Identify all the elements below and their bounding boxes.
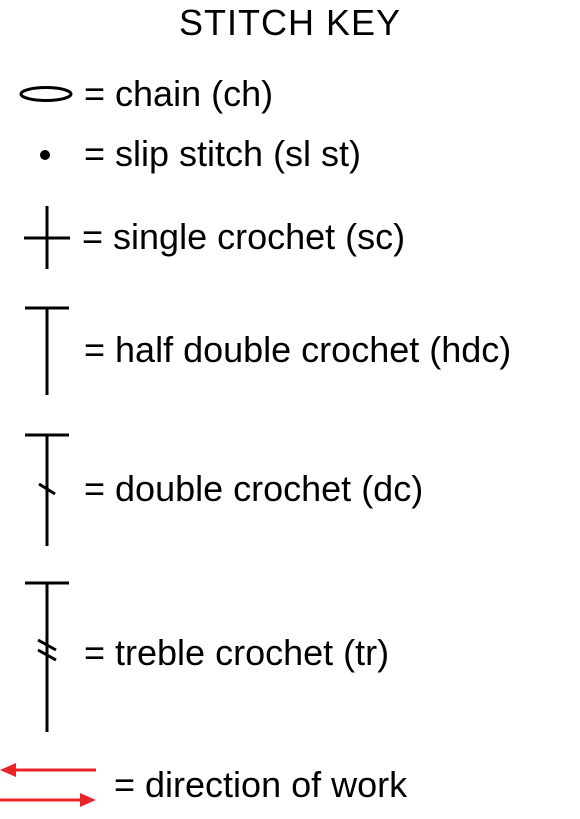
stitch-label-treble-crochet: = treble crochet (tr) xyxy=(84,632,390,673)
stitch-label-double-crochet: = double crochet (dc) xyxy=(84,468,424,509)
stitch-label-half-double-crochet: = half double crochet (hdc) xyxy=(84,329,512,370)
t-post-two-slash-icon xyxy=(25,581,69,732)
stitch-label-slip-stitch: = slip stitch (sl st) xyxy=(84,133,362,174)
t-post-one-slash-icon xyxy=(25,433,69,546)
key-row-double-crochet: = double crochet (dc) xyxy=(0,432,580,552)
double-red-arrows-icon xyxy=(0,763,96,807)
key-row-slip-stitch: = slip stitch (sl st) xyxy=(0,130,580,180)
key-row-direction-of-work: = direction of work xyxy=(0,758,580,814)
stitch-label-single-crochet: = single crochet (sc) xyxy=(82,216,406,257)
stitch-label-direction-of-work: = direction of work xyxy=(114,764,408,805)
page-title: STITCH KEY xyxy=(178,2,402,43)
oval-icon xyxy=(19,86,73,102)
t-post-icon xyxy=(25,306,69,395)
key-row-chain: = chain (ch) xyxy=(0,70,580,120)
key-row-single-crochet: = single crochet (sc) xyxy=(0,205,580,275)
plus-cross-icon xyxy=(24,206,70,269)
dot-icon xyxy=(40,150,50,160)
key-row-half-double-crochet: = half double crochet (hdc) xyxy=(0,305,580,400)
key-row-treble-crochet: = treble crochet (tr) xyxy=(0,580,580,740)
stitch-label-chain: = chain (ch) xyxy=(84,73,274,114)
